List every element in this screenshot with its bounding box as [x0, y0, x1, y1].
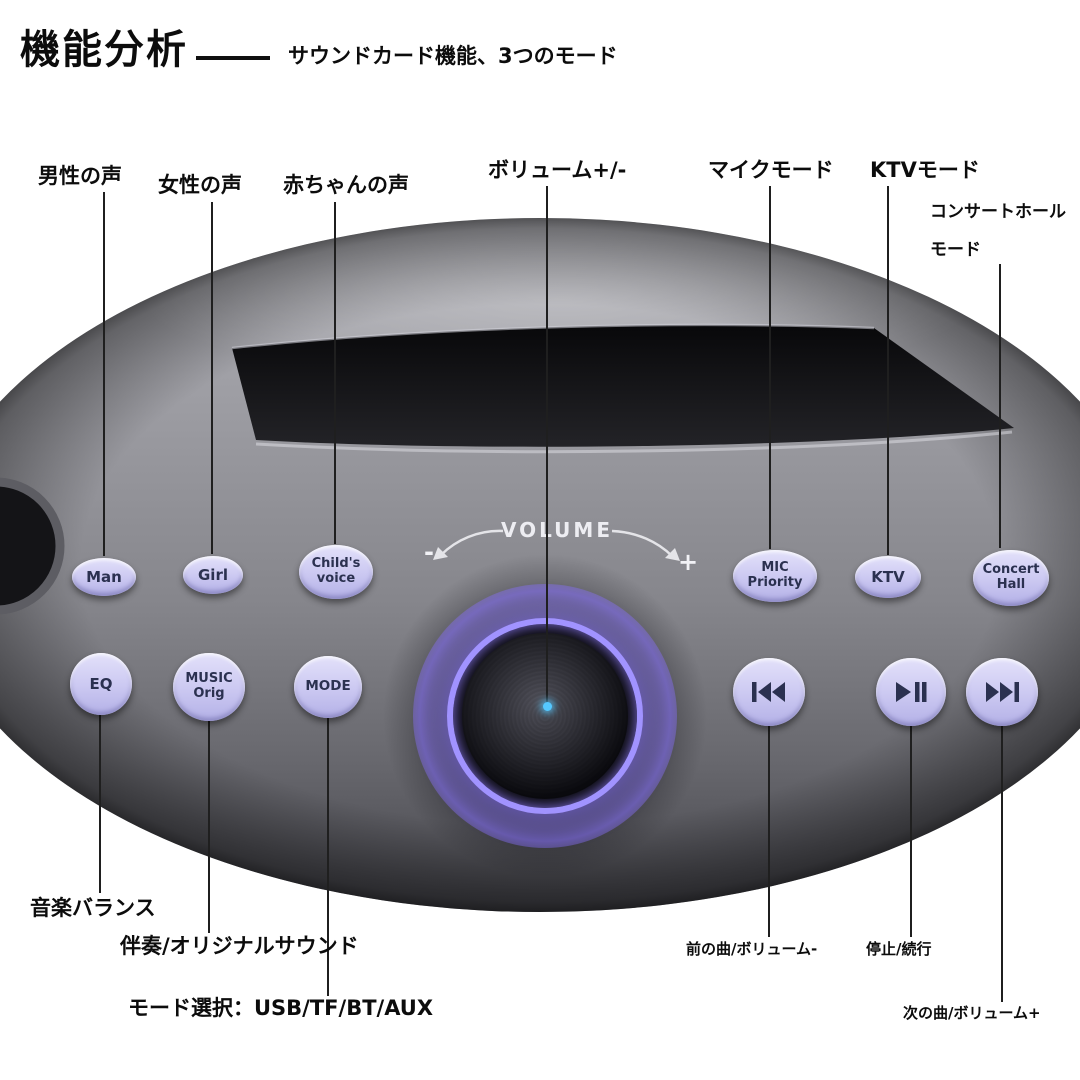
callout-line-next-track [1001, 726, 1003, 1002]
knob-center-led [543, 702, 552, 711]
callout-line-ktv-mode [887, 186, 889, 555]
slot-top-edge-highlight [231, 323, 875, 350]
ktv-button: KTV [855, 556, 921, 598]
volume-decrease-arrowhead [433, 547, 448, 560]
mic-priority-button-label-2: Priority [747, 575, 803, 590]
callout-stop-resume: 停止/続行 [866, 940, 932, 958]
volume-knob [462, 633, 628, 799]
page-subtitle: サウンドカード機能、3つのモード [288, 44, 618, 68]
callout-mic-mode: マイクモード [708, 158, 834, 182]
mode-button: MODE [294, 656, 362, 718]
man-voice-button: Man [72, 558, 136, 596]
slot-bottom-lip-highlight [255, 430, 1013, 454]
skip-next-icon [986, 682, 1019, 702]
callout-line-concert-hall [999, 264, 1001, 548]
play-pause-button [876, 658, 946, 726]
child-voice-button: Child's voice [299, 545, 373, 599]
eq-button: EQ [70, 653, 132, 715]
child-voice-button-label-2: voice [316, 571, 356, 586]
callout-baby-voice: 赤ちゃんの声 [283, 173, 409, 197]
callout-line-male-voice [103, 192, 105, 556]
music-orig-button-label-1: MUSIC [185, 671, 233, 687]
callout-volume: ボリューム+/- [488, 158, 627, 182]
callout-line-volume [546, 186, 548, 708]
mode-button-label: MODE [305, 678, 351, 695]
callout-line-stop-resume [910, 726, 912, 937]
child-voice-button-label-1: Child's [311, 556, 361, 572]
callout-accompaniment: 伴奏/オリジナルサウンド [120, 934, 359, 958]
callout-line-baby-voice [334, 202, 336, 544]
concert-hall-button: Concert Hall [973, 550, 1049, 606]
callout-ktv-mode: KTVモード [870, 158, 980, 182]
callout-line-female-voice [211, 202, 213, 554]
callout-line-prev-track [768, 726, 770, 937]
callout-mode-select: モード選択：USB/TF/BT/AUX [128, 996, 434, 1020]
volume-increase-arrow [611, 529, 673, 557]
girl-voice-button-label: Girl [198, 565, 228, 584]
callout-concert-hall-line2: モード [930, 240, 981, 260]
music-orig-button: MUSIC Orig [173, 653, 245, 721]
volume-plus-sign: + [678, 548, 699, 576]
ktv-button-label: KTV [871, 567, 905, 586]
play-pause-icon [896, 682, 927, 702]
callout-line-mode-select [327, 718, 329, 996]
skip-previous-icon [752, 682, 785, 702]
callout-prev-track: 前の曲/ボリューム- [686, 940, 818, 958]
music-orig-button-label-2: Orig [193, 686, 225, 701]
mic-priority-button-label-1: MIC [761, 560, 789, 576]
mic-priority-button: MIC Priority [733, 550, 817, 602]
callout-line-music-balance [99, 715, 101, 893]
next-track-button [966, 658, 1038, 726]
callout-music-balance: 音楽バランス [30, 896, 156, 920]
callout-line-mic-mode [769, 186, 771, 549]
eq-button-label: EQ [89, 674, 113, 693]
volume-minus-sign: - [424, 538, 434, 566]
man-voice-button-label: Man [86, 567, 122, 586]
concert-hall-button-label-1: Concert [982, 562, 1040, 578]
callout-female-voice: 女性の声 [158, 173, 242, 197]
page-title: 機能分析 [20, 27, 188, 73]
title-dash [196, 56, 270, 60]
bass-port [0, 477, 65, 615]
callout-line-accompaniment [208, 721, 210, 933]
previous-track-button [733, 658, 805, 726]
volume-increase-arrowhead [665, 548, 680, 561]
concert-hall-button-label-2: Hall [996, 577, 1026, 592]
girl-voice-button: Girl [183, 556, 243, 594]
phone-slot [232, 324, 1014, 447]
callout-male-voice: 男性の声 [38, 164, 122, 188]
volume-knob-label: VOLUME [501, 518, 613, 542]
volume-decrease-arrow [440, 529, 504, 556]
callout-concert-hall-line1: コンサートホール [930, 202, 1066, 222]
callout-next-track: 次の曲/ボリューム+ [903, 1004, 1041, 1022]
